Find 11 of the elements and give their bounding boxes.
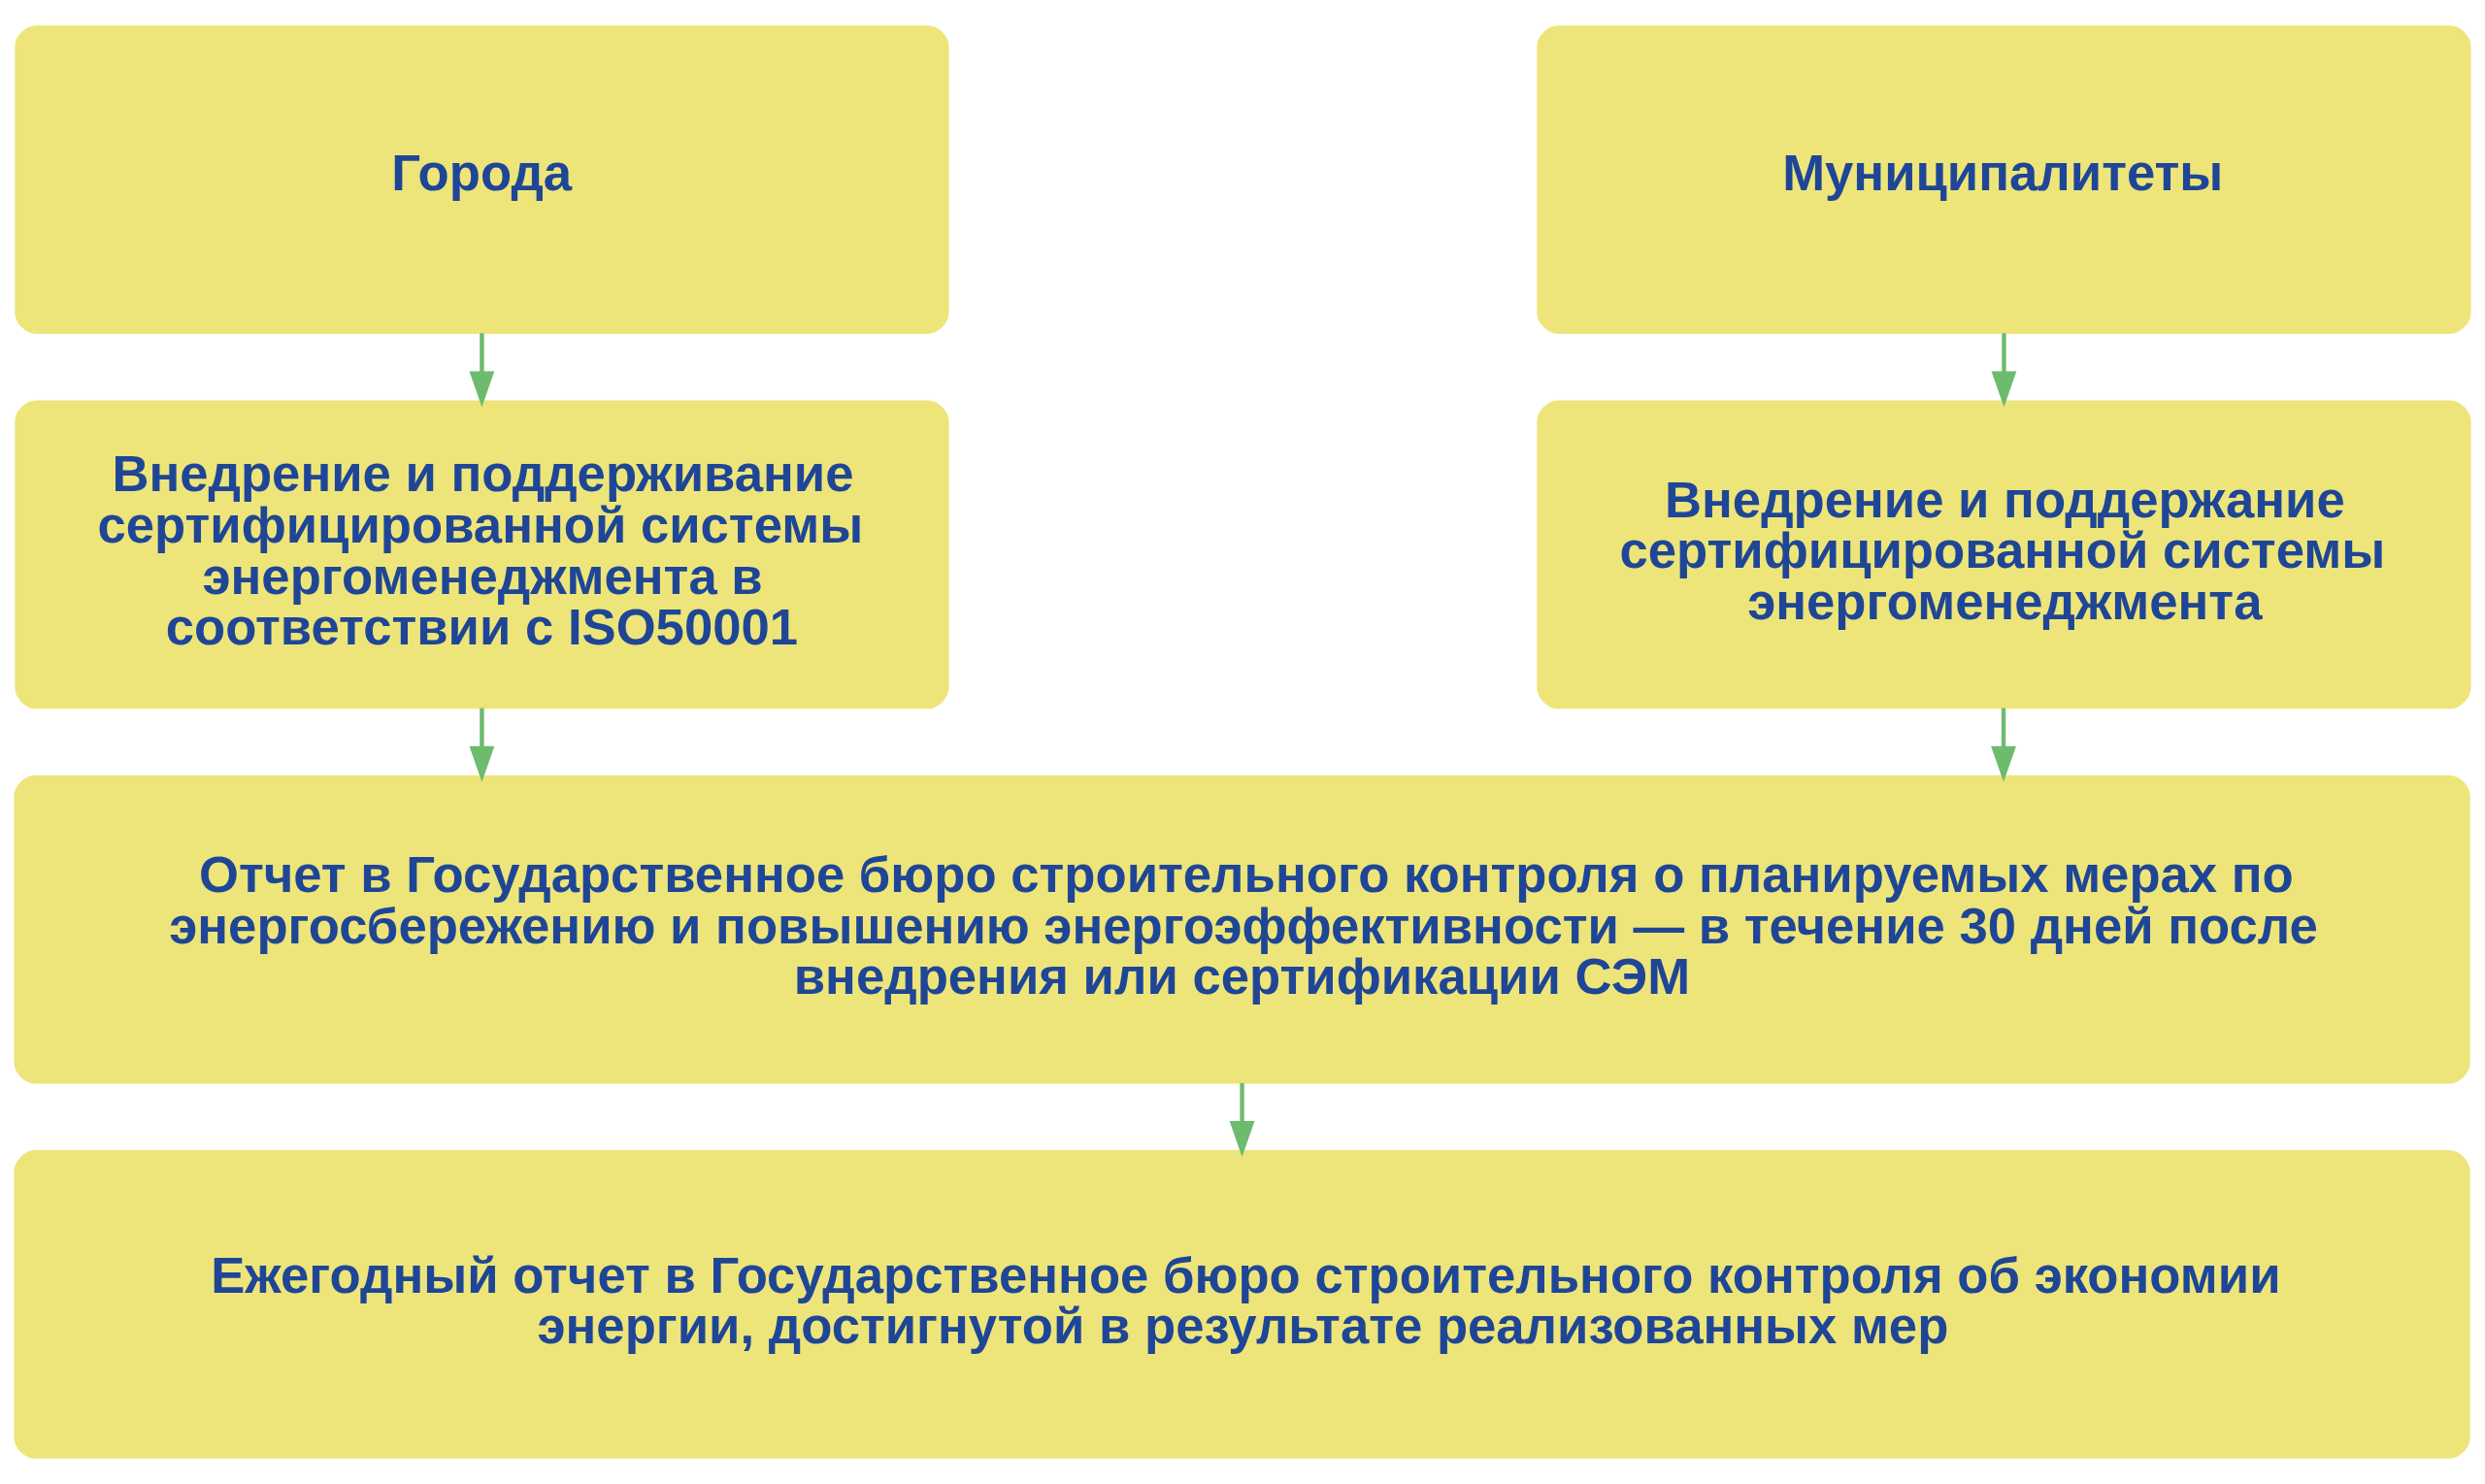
arrow xyxy=(469,708,495,782)
arrow xyxy=(1991,708,2016,782)
arrow xyxy=(469,333,495,408)
arrow xyxy=(1229,1082,1255,1157)
node-box: Отчет в Государственное бюро строительного контроля о планируемых мерах по энергосбережению и повышению энергоэффективности — в течение 30 дней после внедрения или сертификации СЭМ xyxy=(14,775,2470,1084)
node-box: Ежегодный отчет в Государственное бюро строительного контроля об экономии энергии, достигнутой в результате реализованных мер xyxy=(14,1150,2470,1459)
node-box: Внедрение и поддерживание сертифицированной системы энергоменеджмента в соответствии с ISO50001 xyxy=(15,400,949,709)
node-box: Города xyxy=(15,25,949,334)
node-box: Муниципалитеты xyxy=(1537,25,2471,334)
node-box: Внедрение и поддержание сертифицированной системы энергоменеджмента xyxy=(1537,400,2471,709)
arrow xyxy=(1991,333,2017,408)
